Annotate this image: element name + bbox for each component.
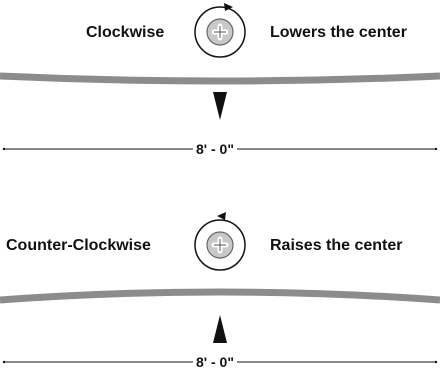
arrow-up-icon [213, 315, 227, 343]
rotation-label-counter-clockwise: Counter-Clockwise [6, 237, 151, 254]
dimension-label-1: 8' - 0" [193, 142, 237, 156]
rotation-arrow-icon [217, 212, 226, 220]
arrow-down-icon [213, 92, 227, 120]
rotation-ring [194, 6, 246, 58]
adjuster-knob-clockwise [194, 3, 246, 58]
dimension-label-2: 8' - 0" [193, 355, 237, 369]
adjuster-knob-counterclockwise [194, 212, 246, 271]
effect-label-raises: Raises the center [270, 237, 403, 254]
rotation-ring [194, 219, 246, 271]
phillips-screw-icon [206, 18, 234, 46]
rotation-arrow-icon [224, 3, 233, 11]
effect-label-lowers: Lowers the center [270, 24, 407, 41]
beam-sagging [0, 72, 440, 85]
beam-crowned [0, 288, 440, 304]
rotation-label-clockwise: Clockwise [86, 24, 165, 41]
phillips-screw-icon [206, 231, 234, 259]
